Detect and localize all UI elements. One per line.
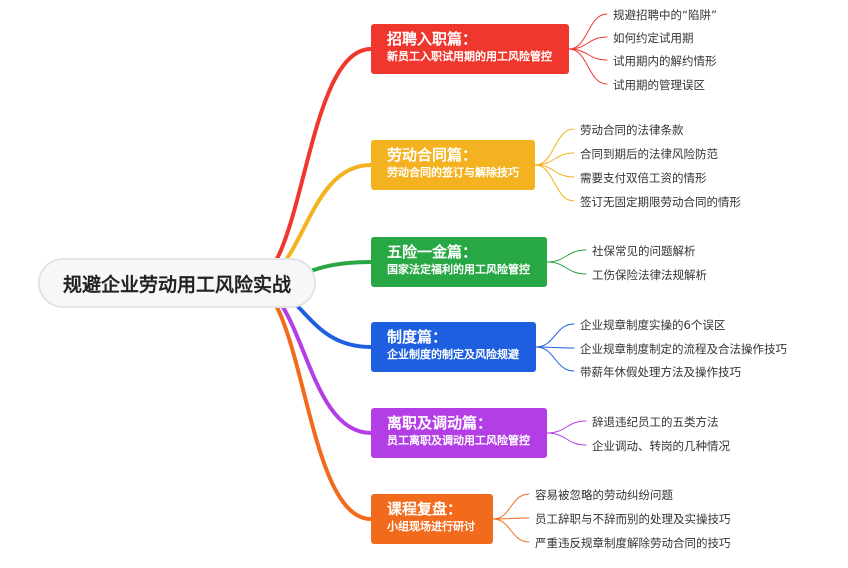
leaf-item[interactable]: 劳动合同的法律条款 (580, 123, 684, 137)
leaf-item[interactable]: 社保常见的问题解析 (592, 244, 696, 258)
root-topic[interactable]: 规避企业劳动用工风险实战 (38, 258, 316, 308)
branch-subtitle: 新员工入职试用期的用工风险管控 (387, 50, 552, 63)
leaf-item[interactable]: 如何约定试用期 (613, 31, 694, 45)
leaf-connector (546, 261, 587, 275)
leaf-item[interactable]: 辞退违纪员工的五类方法 (592, 415, 719, 429)
leaf-item[interactable]: 严重违反规章制度解除劳动合同的技巧 (535, 536, 731, 550)
branch-subtitle: 小组现场进行研讨 (387, 520, 475, 533)
leaf-connector (492, 493, 530, 520)
branch-labor-contract[interactable]: 劳动合同篇： 劳动合同的签订与解除技巧 (371, 140, 535, 190)
branch-subtitle: 员工离职及调动用工风险管控 (387, 434, 530, 447)
leaf-connector (534, 128, 575, 166)
branch-subtitle: 国家法定福利的用工风险管控 (387, 263, 530, 276)
branch-title: 离职及调动篇： (387, 414, 493, 432)
leaf-item[interactable]: 企业规章制度实操的6个误区 (580, 318, 726, 332)
branch-title: 制度篇： (387, 328, 448, 346)
leaf-item[interactable]: 员工辞职与不辞而别的处理及实操技巧 (535, 512, 731, 526)
branch-recruitment[interactable]: 招聘入职篇： 新员工入职试用期的用工风险管控 (371, 24, 569, 74)
leaf-connector (492, 518, 530, 543)
leaf-item[interactable]: 试用期的管理误区 (613, 78, 705, 92)
leaf-item[interactable]: 需要支付双倍工资的情形 (580, 171, 707, 185)
leaf-item[interactable]: 规避招聘中的“陷阱” (613, 8, 717, 22)
branch-title: 劳动合同篇： (387, 146, 478, 164)
branch-title: 招聘入职篇： (387, 30, 478, 48)
branch-title: 五险一金篇： (387, 243, 478, 261)
branch-subtitle: 劳动合同的签订与解除技巧 (387, 166, 519, 179)
leaf-connector (534, 164, 575, 202)
leaf-connector (535, 323, 575, 348)
leaf-connector (535, 346, 575, 372)
branch-social-insurance[interactable]: 五险一金篇： 国家法定福利的用工风险管控 (371, 237, 547, 287)
branch-policies[interactable]: 制度篇： 企业制度的制定及风险规避 (371, 322, 536, 372)
leaf-item[interactable]: 带薪年休假处理方法及操作技巧 (580, 365, 741, 379)
branch-resignation-transfer[interactable]: 离职及调动篇： 员工离职及调动用工风险管控 (371, 408, 547, 458)
leaf-item[interactable]: 工伤保险法律法规解析 (592, 268, 707, 282)
leaf-connector (546, 420, 587, 434)
leaf-connector (568, 48, 608, 85)
leaf-item[interactable]: 企业规章制度制定的流程及合法操作技巧 (580, 342, 787, 356)
root-topic-label: 规避企业劳动用工风险实战 (62, 273, 291, 296)
leaf-item[interactable]: 企业调动、转岗的几种情况 (592, 439, 730, 453)
leaf-connector (568, 13, 608, 50)
leaf-item[interactable]: 容易被忽略的劳动纠纷问题 (535, 488, 673, 502)
leaf-item[interactable]: 合同到期后的法律风险防范 (580, 147, 718, 161)
branch-course-review[interactable]: 课程复盘： 小组现场进行研讨 (371, 494, 493, 544)
leaf-connector (546, 249, 587, 263)
leaf-connector (546, 432, 587, 446)
branch-title: 课程复盘： (387, 500, 463, 518)
leaf-item[interactable]: 签订无固定期限劳动合同的情形 (580, 195, 741, 209)
leaf-item[interactable]: 试用期内的解约情形 (613, 54, 717, 68)
leaf-connector (534, 152, 575, 166)
branch-subtitle: 企业制度的制定及风险规避 (387, 348, 519, 361)
branch-connector (248, 47, 373, 285)
leaf-connector (568, 36, 608, 50)
